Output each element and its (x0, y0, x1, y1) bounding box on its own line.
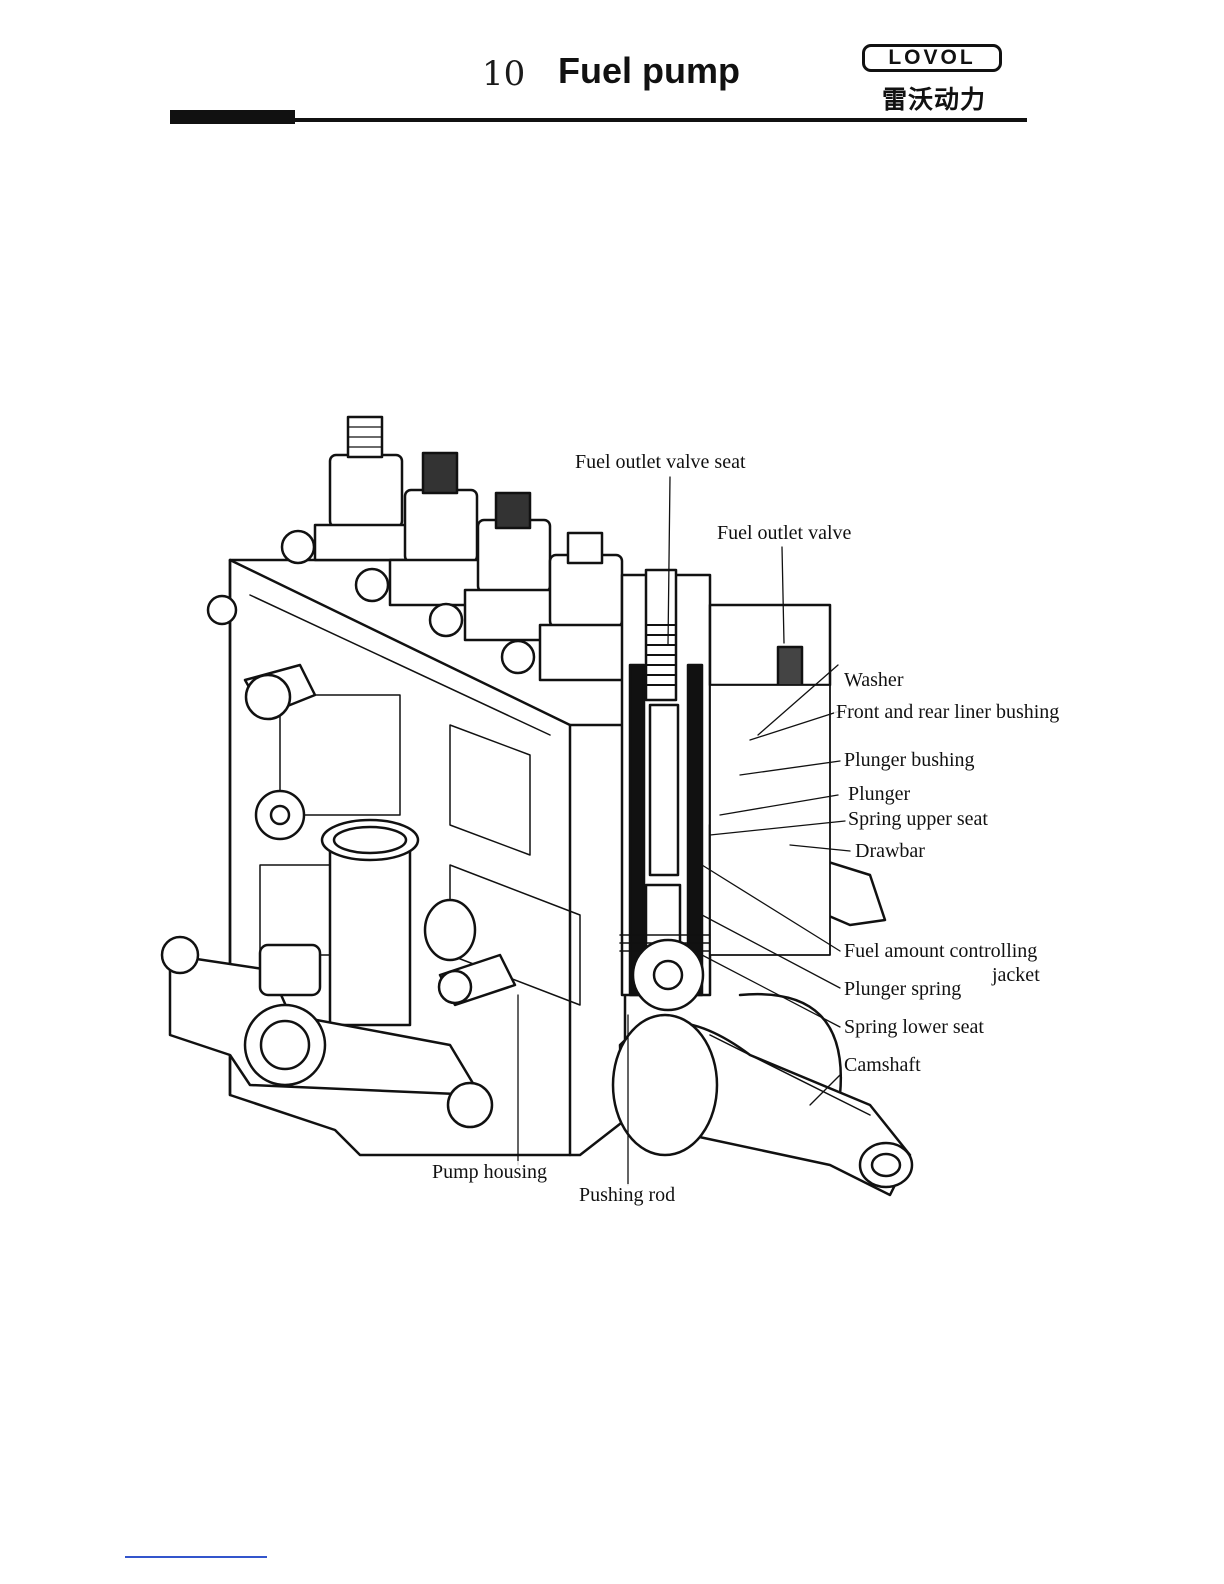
header-rule (295, 118, 1027, 122)
label-plunger: Plunger (846, 783, 912, 806)
page-header: 10 Fuel pump LOVOL 雷沃动力 (0, 0, 1224, 140)
footer-rule (125, 1556, 267, 1558)
fuel-pump-diagram: Fuel outlet valve seat Fuel outlet valve… (150, 395, 1100, 1225)
label-fuel-amount-controlling: Fuel amount controlling (842, 940, 1039, 963)
logo-text: LOVOL (888, 46, 975, 70)
chapter-title: Fuel pump (558, 50, 740, 92)
label-spring-lower-seat: Spring lower seat (842, 1016, 986, 1039)
label-fuel-outlet-valve: Fuel outlet valve (715, 522, 853, 545)
logo-frame: LOVOL (862, 44, 1002, 72)
label-pump-housing: Pump housing (430, 1161, 549, 1184)
label-front-rear-liner-bushing: Front and rear liner bushing (834, 701, 1061, 724)
label-drawbar: Drawbar (853, 840, 927, 863)
label-fuel-outlet-valve-seat: Fuel outlet valve seat (573, 451, 748, 474)
lovol-logo: LOVOL 雷沃动力 (862, 44, 1006, 114)
header-rule-thick (170, 110, 295, 124)
logo-text-cn: 雷沃动力 (866, 80, 1002, 116)
label-plunger-spring: Plunger spring (842, 978, 963, 1001)
label-pushing-rod: Pushing rod (577, 1184, 677, 1207)
label-jacket: jacket (990, 964, 1042, 987)
label-spring-upper-seat: Spring upper seat (846, 808, 990, 831)
hand-primer (322, 820, 418, 1025)
camshaft (613, 1015, 912, 1195)
chapter-number: 10 (482, 54, 525, 94)
label-plunger-bushing: Plunger bushing (842, 749, 977, 772)
label-camshaft: Camshaft (842, 1054, 923, 1077)
label-washer: Washer (842, 669, 905, 692)
